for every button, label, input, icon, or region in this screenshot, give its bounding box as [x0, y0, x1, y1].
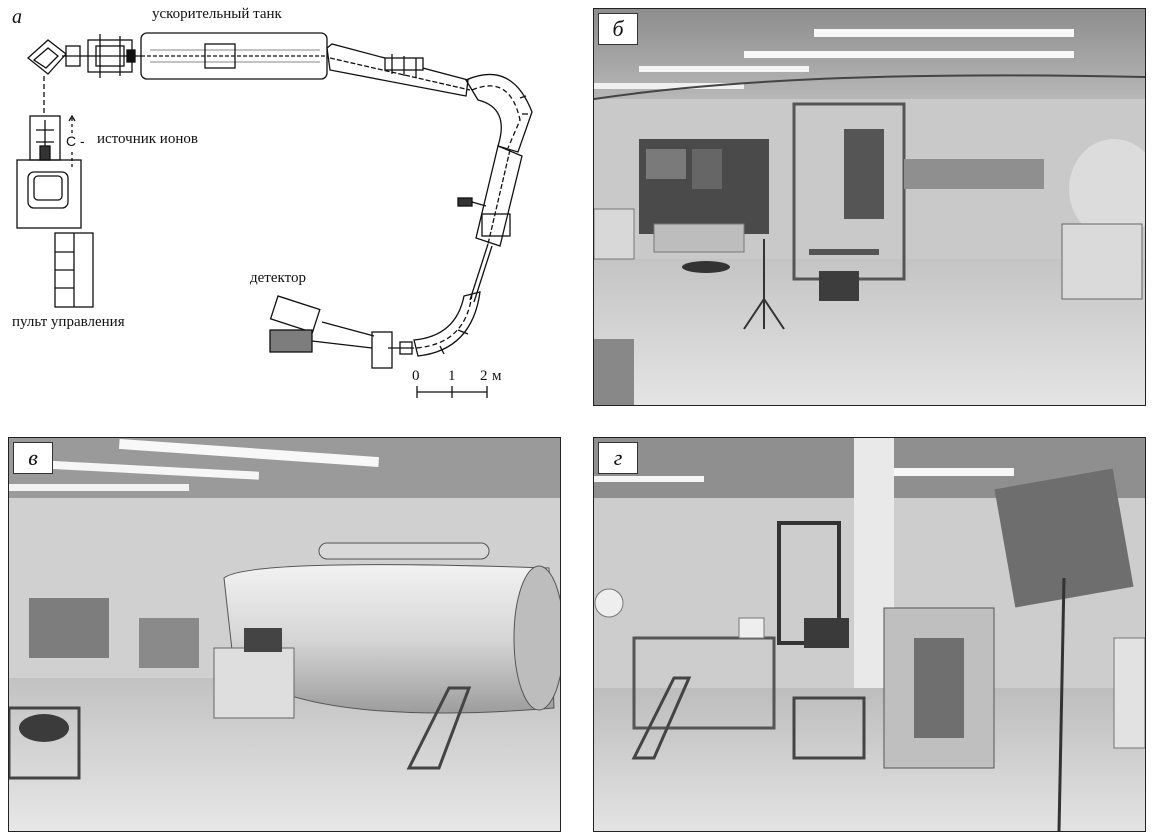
high-energy-beamline — [326, 43, 471, 97]
control-panel-label: пульт управления — [12, 314, 125, 330]
ion-source-box — [16, 114, 82, 229]
scale-bar — [416, 386, 488, 398]
scale-tick-2: 2 — [480, 368, 488, 384]
scale-tick-1: 1 — [448, 368, 456, 384]
tank-photo-c — [9, 438, 560, 831]
detector-label: детектор — [250, 270, 306, 286]
switching-line — [457, 145, 523, 303]
panel-d-photo: г — [593, 437, 1146, 832]
lab-photo-b — [594, 9, 1145, 405]
injector-components — [62, 34, 141, 78]
control-console — [54, 232, 94, 308]
lab-photo-d — [594, 438, 1145, 831]
scale-unit: м — [492, 368, 502, 384]
carbon-ion-label: C - — [66, 133, 85, 149]
scale-tick-0: 0 — [412, 368, 420, 384]
accelerator-tank — [140, 32, 328, 80]
tank-label: ускорительный танк — [152, 6, 282, 22]
panel-a-letter: а — [12, 6, 22, 28]
panel-c-letter: в — [13, 442, 53, 474]
beamline-drawing — [16, 32, 533, 398]
ion-source-label: источник ионов — [97, 131, 198, 147]
detector-boxes — [269, 295, 393, 369]
panel-a-schematic: а ускорительный танк C - источник ионов … — [0, 0, 570, 410]
analyzing-magnet — [465, 73, 533, 153]
final-bend — [388, 291, 481, 357]
injection-magnet — [26, 39, 67, 116]
panel-d-letter: г — [598, 442, 638, 474]
panel-c-photo: в — [8, 437, 561, 832]
panel-b-photo: б — [593, 8, 1146, 406]
panel-b-letter: б — [598, 13, 638, 45]
